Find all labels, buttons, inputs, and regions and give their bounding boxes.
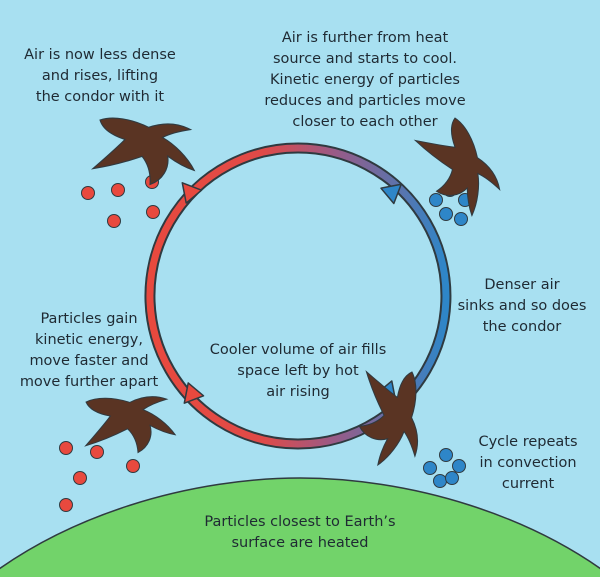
cool-particle-dot — [423, 461, 437, 475]
earth-ground — [0, 477, 600, 577]
label-ground: Particles closest to Earth’s surface are… — [204, 514, 396, 551]
arrow-down-right — [380, 183, 402, 205]
label-rise: Air is now less dense and rises, lifting… — [24, 47, 176, 105]
arrow-up-lower-left — [183, 382, 205, 404]
cool-particle-dot — [439, 448, 453, 462]
cool-particle-dot — [454, 212, 468, 226]
label-sink: Denser air sinks and so does the condor — [457, 277, 587, 335]
warm-particle-dot — [146, 205, 160, 219]
label-center: Cooler volume of air fills space left by… — [209, 342, 387, 400]
cool-particle-dot — [452, 459, 466, 473]
label-cool: Air is further from heat source and star… — [264, 30, 466, 130]
arrow-up-left — [181, 182, 203, 204]
cool-particle-dot — [439, 207, 453, 221]
warm-particle-dot — [59, 498, 73, 512]
label-cycle: Cycle repeats in convection current — [478, 434, 578, 492]
cool-particle-dot — [433, 474, 447, 488]
convection-loop — [144, 142, 452, 450]
label-gain: Particles gain kinetic energy, move fast… — [19, 311, 159, 390]
warm-particle-dot — [73, 471, 87, 485]
warm-particle-dot — [126, 459, 140, 473]
cool-particle-dot — [429, 193, 443, 207]
warm-particle-dot — [111, 183, 125, 197]
warm-particle-dot — [90, 445, 104, 459]
warm-particle-dot — [107, 214, 121, 228]
cool-particle-dot — [445, 471, 459, 485]
warm-particle-dot — [81, 186, 95, 200]
warm-particle-dot — [59, 441, 73, 455]
convection-ring-fill — [146, 144, 450, 448]
